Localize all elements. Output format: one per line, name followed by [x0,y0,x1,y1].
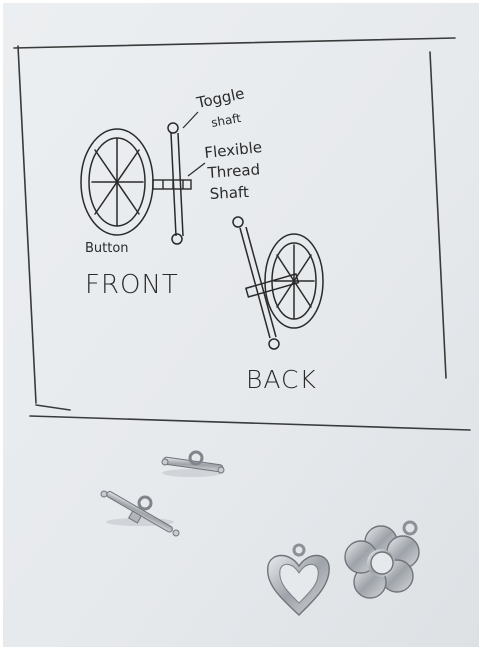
label-shaft: Shaft [209,183,249,203]
label-front: FRONT [85,270,179,300]
label-button: Button [85,241,129,256]
front-button-sketch [81,129,153,235]
label-thread: Thread [206,160,261,182]
label-back: BACK [246,365,317,394]
